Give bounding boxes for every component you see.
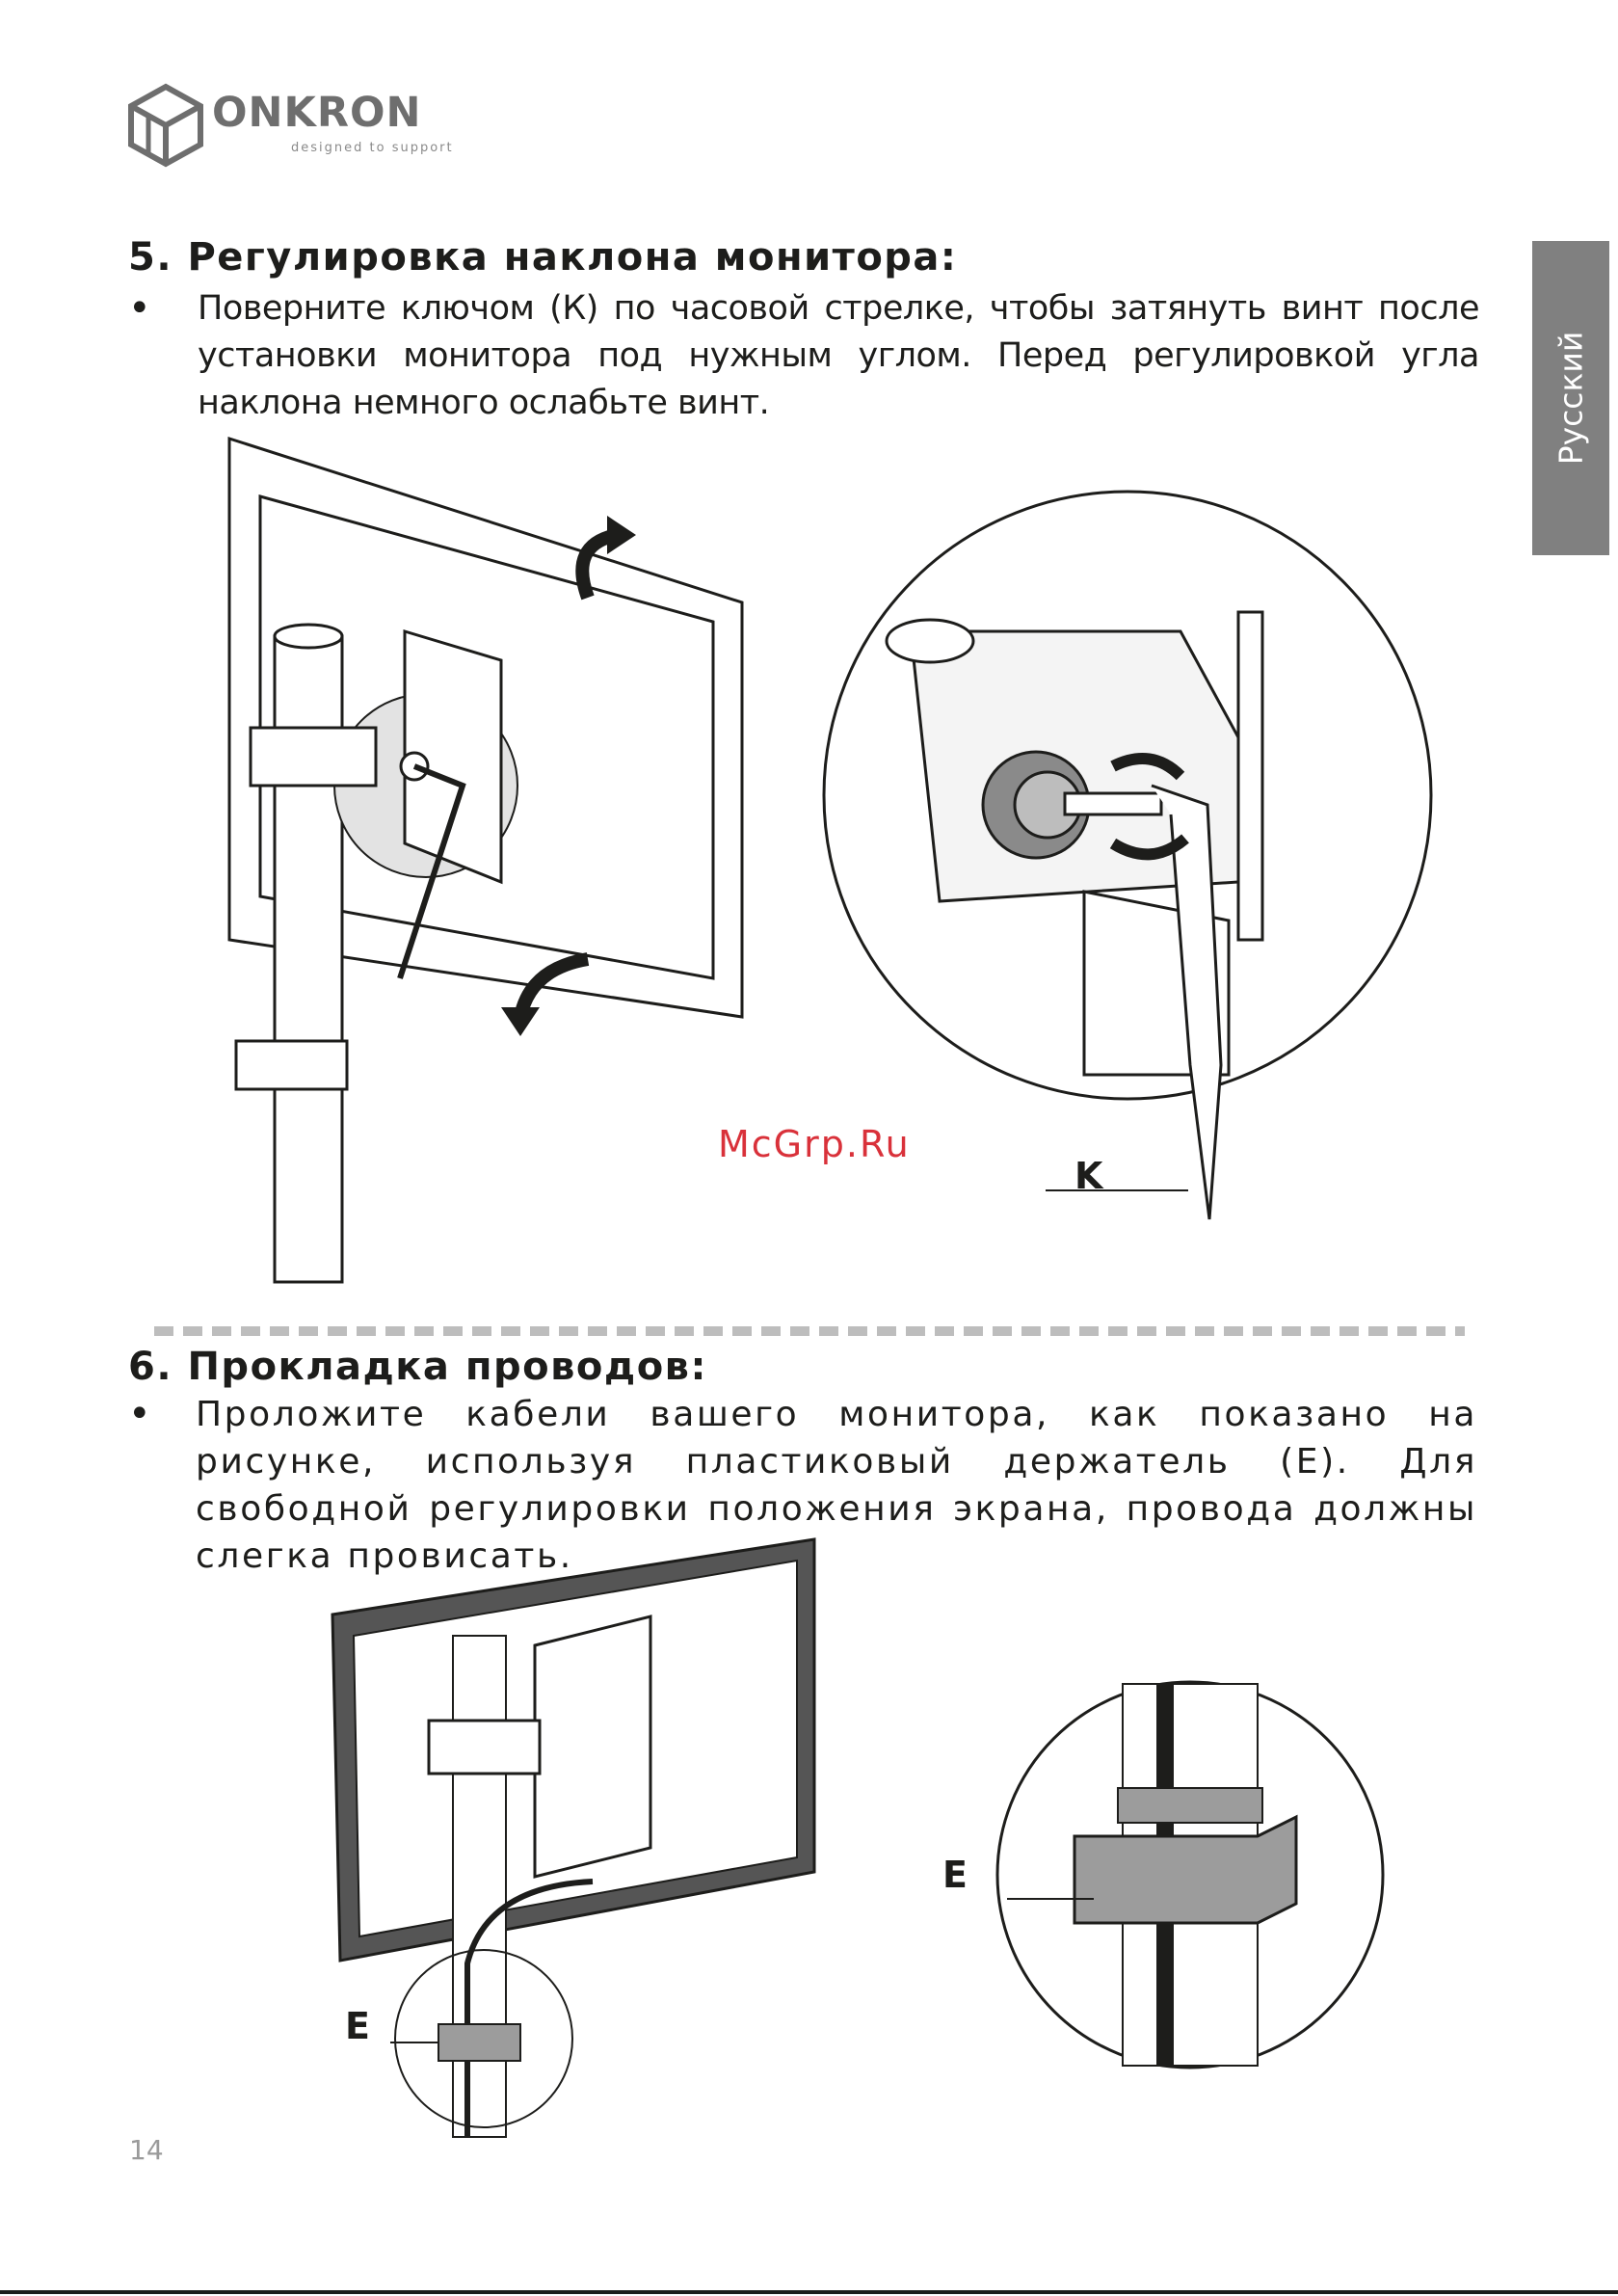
bottom-rule <box>0 2290 1618 2294</box>
tilt-monitor-illustration <box>227 436 744 1284</box>
cable-holder-detail-illustration <box>995 1680 1385 2069</box>
section-6-text: Проложите кабели вашего монитора, как по… <box>196 1395 1477 1576</box>
watermark: McGrp.Ru <box>718 1123 911 1165</box>
section-5-heading: 5. Регулировка наклона монитора: <box>128 235 958 280</box>
brand-name: ONKRON <box>212 89 422 137</box>
logo-cube-icon <box>128 83 203 168</box>
brand-tagline: designed to support <box>291 141 454 155</box>
language-tab-label: Русский <box>1552 331 1590 466</box>
page-number: 14 <box>129 2134 164 2166</box>
section-6-heading: 6. Прокладка проводов: <box>128 1345 707 1389</box>
cable-monitor-illustration <box>331 1537 816 2138</box>
section-5-bullet: • <box>128 286 151 331</box>
section-5-text: Поверните ключом (К) по часовой стрелке,… <box>198 289 1480 422</box>
section-6-bullet: • <box>128 1392 151 1436</box>
holder-label-e-large: E <box>942 1854 968 1896</box>
brand-logo: ONKRON designed to support <box>127 83 452 170</box>
section-divider <box>154 1326 1465 1336</box>
language-tab: Русский <box>1532 241 1609 555</box>
key-label-k: K <box>1074 1155 1103 1197</box>
holder-label-e-small: E <box>345 2005 370 2047</box>
tilt-detail-illustration <box>822 490 1433 1220</box>
